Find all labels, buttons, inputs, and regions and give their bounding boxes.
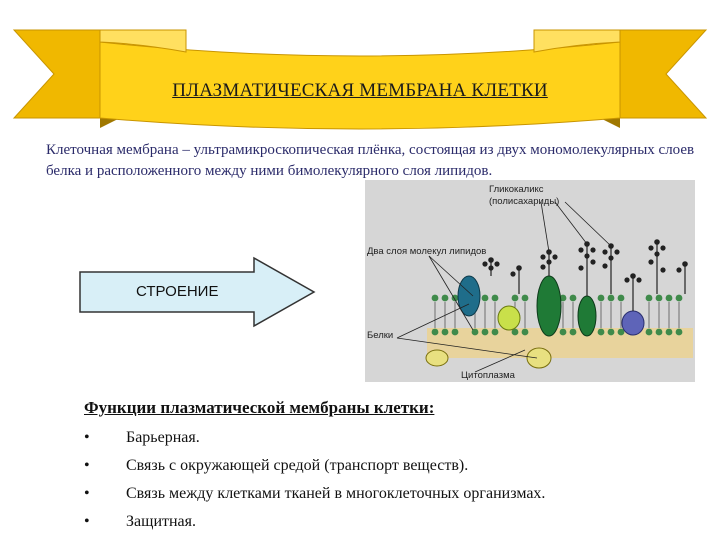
membrane-diagram: Гликокаликс (полисахариды) Два слоя моле… bbox=[365, 180, 695, 382]
lipids-label: Два слоя молекул липидов bbox=[367, 246, 487, 257]
function-item: • Связь с окружающей средой (транспорт в… bbox=[84, 452, 704, 480]
protein-green-large bbox=[536, 275, 562, 337]
protein-green-small bbox=[577, 295, 597, 337]
glycocalyx-sublabel: (полисахариды) bbox=[489, 196, 560, 207]
function-text: Связь между клетками тканей в многоклето… bbox=[126, 485, 546, 502]
glycocalyx-label: Гликокаликс bbox=[489, 184, 544, 195]
bullet: • bbox=[84, 513, 90, 530]
function-item: • Связь между клетками тканей в многокле… bbox=[84, 480, 704, 508]
function-item: • Защитная. bbox=[84, 508, 704, 536]
protein-yellow-2 bbox=[425, 349, 449, 367]
bullet: • bbox=[84, 429, 90, 446]
page-title: ПЛАЗМАТИЧЕСКАЯ МЕМБРАНА КЛЕТКИ bbox=[172, 80, 548, 101]
function-text: Связь с окружающей средой (транспорт вещ… bbox=[126, 457, 469, 474]
structure-arrow bbox=[79, 256, 316, 328]
bullet: • bbox=[84, 457, 90, 474]
structure-label: СТРОЕНИЕ bbox=[136, 283, 219, 300]
functions-title: Функции плазматической мембраны клетки: bbox=[84, 398, 435, 417]
proteins-label: Белки bbox=[367, 330, 394, 341]
protein-yellow-1 bbox=[497, 305, 521, 331]
cytoplasm-label: Цитоплазма bbox=[461, 370, 515, 381]
function-text: Защитная. bbox=[126, 513, 197, 530]
protein-violet bbox=[621, 310, 645, 336]
membrane-illustration bbox=[365, 180, 695, 382]
functions-section: Функции плазматической мембраны клетки: … bbox=[84, 398, 704, 536]
function-item: • Барьерная. bbox=[84, 424, 704, 452]
title-banner bbox=[12, 29, 708, 130]
protein-yellow-3 bbox=[526, 347, 552, 369]
function-text: Барьерная. bbox=[126, 429, 200, 446]
protein-blue-1 bbox=[457, 275, 481, 317]
bullet: • bbox=[84, 485, 90, 502]
intro-paragraph: Клеточная мембрана – ультрамикроскопичес… bbox=[46, 142, 695, 179]
